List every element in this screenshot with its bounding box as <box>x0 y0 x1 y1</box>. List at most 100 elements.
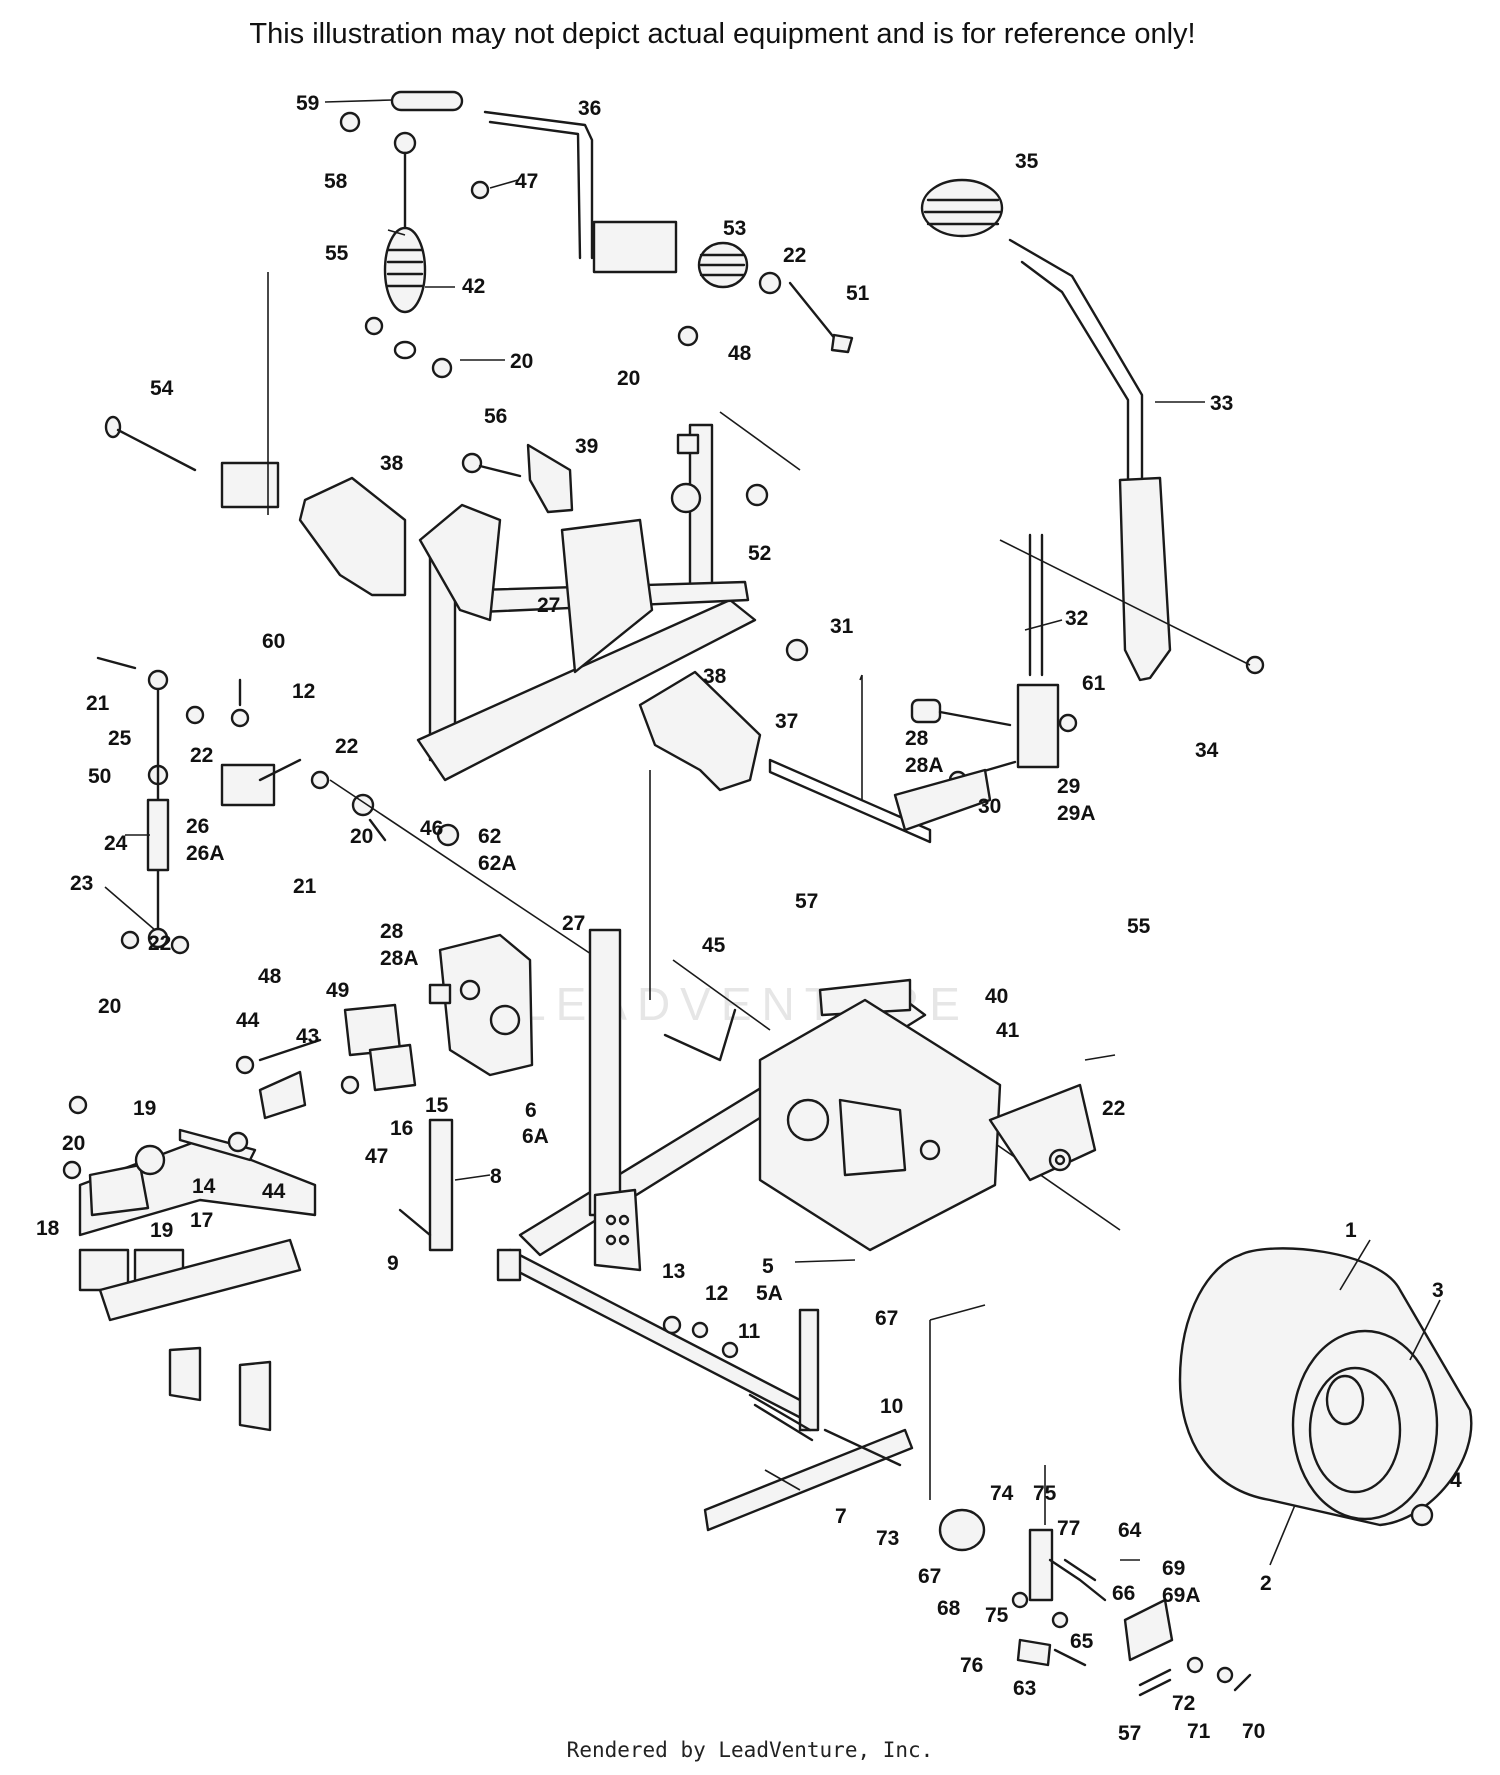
hydrostatic-pump-6 <box>428 933 534 1077</box>
callout-1: 1 <box>1345 1219 1357 1242</box>
footer-credit: Rendered by LeadVenture, Inc. <box>566 1738 934 1762</box>
callout-30: 30 <box>978 795 1001 818</box>
callout-56: 56 <box>484 405 507 428</box>
pedal-plates <box>298 476 762 792</box>
callout-62: 62 <box>478 825 501 848</box>
callout-59: 59 <box>296 92 319 115</box>
callout-38: 38 <box>380 452 404 475</box>
callout-44: 44 <box>262 1180 286 1203</box>
callout-28: 28 <box>380 920 404 943</box>
callout-16: 16 <box>390 1117 413 1140</box>
rear-wheel <box>1178 1247 1473 1527</box>
callout-20: 20 <box>98 995 121 1018</box>
callout-5A: 5A <box>756 1282 783 1305</box>
callout-25: 25 <box>108 727 132 750</box>
callout-37: 37 <box>775 710 798 733</box>
drive-rods <box>398 1118 914 1532</box>
callout-62A: 62A <box>478 852 517 875</box>
callout-75: 75 <box>985 1604 1009 1627</box>
callout-31: 31 <box>830 615 854 638</box>
callout-72: 72 <box>1172 1692 1195 1715</box>
lower-left-frame <box>62 1003 417 1432</box>
callout-24: 24 <box>104 832 128 855</box>
callout-63: 63 <box>1013 1677 1036 1700</box>
callout-66: 66 <box>1112 1582 1135 1605</box>
callout-43: 43 <box>296 1025 319 1048</box>
transaxle-5 <box>758 998 1097 1252</box>
callout-15: 15 <box>425 1094 449 1117</box>
callout-21: 21 <box>86 692 110 715</box>
callout-21: 21 <box>293 875 317 898</box>
callout-20: 20 <box>62 1132 85 1155</box>
callout-34: 34 <box>1195 739 1219 762</box>
callout-64: 64 <box>1118 1519 1142 1542</box>
leader-lines <box>104 99 1441 1566</box>
callout-55: 55 <box>325 242 349 265</box>
callout-73: 73 <box>876 1527 899 1550</box>
cross-shaft-37 <box>649 674 992 1000</box>
callout-19: 19 <box>150 1219 173 1242</box>
callout-50: 50 <box>88 765 111 788</box>
callout-11: 11 <box>738 1320 761 1343</box>
callout-29: 29 <box>1057 775 1080 798</box>
callout-38: 38 <box>703 665 727 688</box>
callout-47: 47 <box>365 1145 388 1168</box>
callout-5: 5 <box>762 1255 774 1278</box>
callout-35: 35 <box>1015 150 1039 173</box>
callout-48: 48 <box>728 342 752 365</box>
main-frame <box>416 411 809 782</box>
callout-57: 57 <box>795 890 818 913</box>
callout-29A: 29A <box>1057 802 1096 825</box>
callout-42: 42 <box>462 275 485 298</box>
callout-6A: 6A <box>522 1125 549 1148</box>
callout-22: 22 <box>148 932 171 955</box>
lift-spring-assembly <box>339 90 854 379</box>
callout-58: 58 <box>324 170 348 193</box>
callout-74: 74 <box>990 1482 1014 1505</box>
callout-49: 49 <box>326 979 349 1002</box>
callout-3: 3 <box>1432 1279 1444 1302</box>
shift-lever <box>920 178 1265 682</box>
callout-7: 7 <box>835 1505 847 1528</box>
callout-47: 47 <box>515 170 538 193</box>
callout-22: 22 <box>190 744 213 767</box>
callout-32: 32 <box>1065 607 1088 630</box>
callout-45: 45 <box>702 934 726 957</box>
disclaimer-text: This illustration may not depict actual … <box>249 18 1196 50</box>
callout-68: 68 <box>937 1597 961 1620</box>
callout-61: 61 <box>1082 672 1106 695</box>
callout-4: 4 <box>1450 1469 1462 1492</box>
callout-75: 75 <box>1033 1482 1057 1505</box>
callout-77: 77 <box>1057 1517 1080 1540</box>
callout-12: 12 <box>705 1282 728 1305</box>
callout-60: 60 <box>262 630 285 653</box>
callout-26: 26 <box>186 815 209 838</box>
callout-67: 67 <box>875 1307 898 1330</box>
callout-19: 19 <box>133 1097 156 1120</box>
callout-18: 18 <box>36 1217 60 1240</box>
callout-27: 27 <box>562 912 585 935</box>
callout-40: 40 <box>985 985 1008 1008</box>
callout-22: 22 <box>335 735 358 758</box>
callout-20: 20 <box>350 825 373 848</box>
callout-71: 71 <box>1187 1720 1211 1743</box>
callout-13: 13 <box>662 1260 685 1283</box>
callout-67: 67 <box>918 1565 941 1588</box>
callout-46: 46 <box>420 817 443 840</box>
pivot-pin-54 <box>104 272 280 515</box>
callout-69A: 69A <box>1162 1584 1201 1607</box>
callout-9: 9 <box>387 1252 399 1275</box>
callout-69: 69 <box>1162 1557 1185 1580</box>
callout-76: 76 <box>960 1654 983 1677</box>
callout-48: 48 <box>258 965 282 988</box>
callout-20: 20 <box>510 350 533 373</box>
callout-41: 41 <box>996 1019 1020 1042</box>
callout-65: 65 <box>1070 1630 1094 1653</box>
callout-54: 54 <box>150 377 174 400</box>
callout-14: 14 <box>192 1175 216 1198</box>
callout-26A: 26A <box>186 842 225 865</box>
callout-53: 53 <box>723 217 746 240</box>
callout-2: 2 <box>1260 1572 1272 1595</box>
callout-10: 10 <box>880 1395 903 1418</box>
